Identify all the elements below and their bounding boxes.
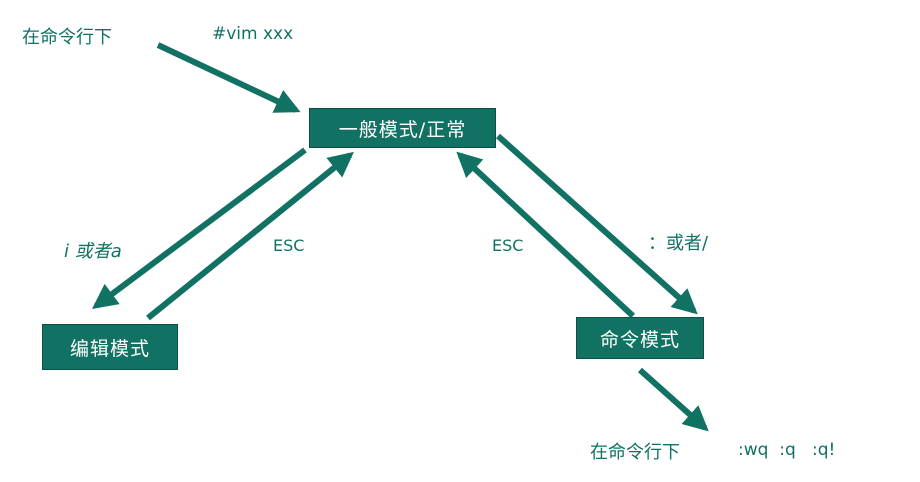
edit-mode-label: 编辑模式	[69, 337, 150, 360]
arrow-edit-to-normal	[146, 151, 354, 321]
command-mode-box: 命令模式	[576, 317, 704, 359]
insert-keys-label: i 或者a	[64, 241, 122, 262]
top-cmdline-label: 在命令行下	[22, 27, 112, 48]
quit-commands-label: :wq :q :q!	[738, 440, 836, 460]
arrows	[91, 42, 709, 432]
arrow-normal-to-edit	[91, 147, 307, 310]
normal-mode-box: 一般模式/正常	[309, 108, 496, 148]
colon-keys-label: ：或者/	[648, 233, 709, 254]
bottom-cmdline-label: 在命令行下	[590, 442, 680, 463]
arrow-command-to-quit	[638, 367, 709, 432]
top-command-label: #vim xxx	[212, 24, 294, 44]
arrow-command-to-normal	[456, 151, 636, 319]
esc-left-label: ESC	[273, 236, 305, 255]
edit-mode-box: 编辑模式	[42, 324, 178, 370]
normal-mode-label: 一般模式/正常	[338, 118, 467, 141]
arrow-start-to-normal	[156, 42, 301, 113]
arrow-normal-to-command	[496, 133, 698, 315]
esc-right-label: ESC	[492, 236, 524, 255]
command-mode-label: 命令模式	[599, 328, 680, 351]
